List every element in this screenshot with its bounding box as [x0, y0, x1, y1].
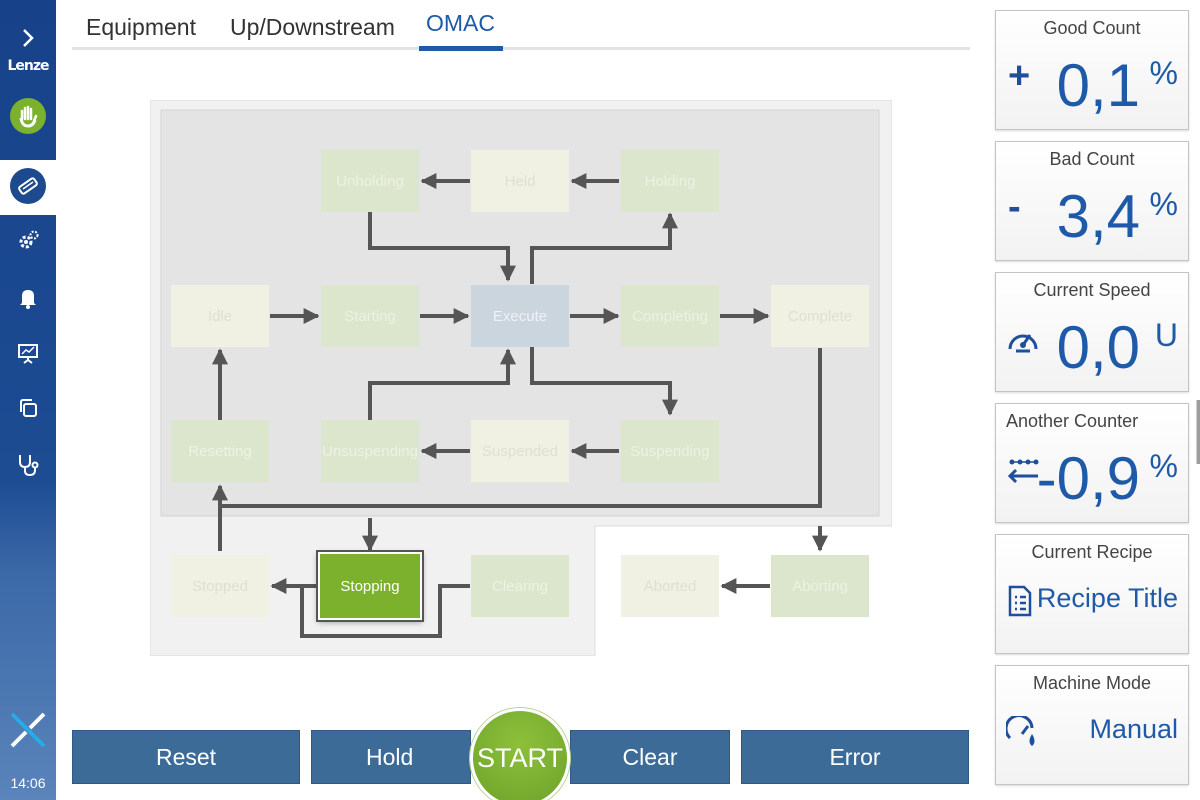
- good-count-unit: %: [1149, 55, 1178, 91]
- state-clearing: Clearing: [471, 555, 569, 617]
- card-title: Machine Mode: [1032, 673, 1152, 693]
- minus-sign: -: [1008, 186, 1021, 228]
- sidebar-item-diagnostics[interactable]: [0, 447, 56, 487]
- good-count-value: 0,1: [1056, 52, 1140, 119]
- state-unsuspending: Unsuspending: [321, 420, 419, 482]
- bad-count-unit: %: [1149, 186, 1178, 222]
- current-speed-card: Current Speed 0,0 U: [995, 272, 1189, 392]
- omac-state-diagram: Unholding Held Holding Idle Starting Exe…: [150, 100, 892, 656]
- sidebar-item-copy[interactable]: [0, 390, 56, 430]
- state-suspending: Suspending: [621, 420, 719, 482]
- tab-bar: Equipment Up/Downstream OMAC: [72, 0, 970, 52]
- x-logo-icon: [8, 710, 48, 755]
- card-title: Another Counter: [1006, 411, 1139, 431]
- lenze-logo: Lenze: [7, 58, 49, 74]
- card-title: Good Count: [1043, 18, 1141, 38]
- machine-mode-value: Manual: [1089, 714, 1178, 744]
- edge-scroll-handle[interactable]: [1196, 400, 1200, 464]
- sidebar-item-settings[interactable]: [0, 222, 56, 262]
- state-held: Held: [471, 150, 569, 212]
- clock-time: 14:06: [10, 775, 46, 791]
- state-holding: Holding: [621, 150, 719, 212]
- tab-equipment[interactable]: Equipment: [86, 14, 196, 40]
- sidebar-item-alarms[interactable]: [0, 280, 56, 320]
- tab-omac[interactable]: OMAC: [426, 10, 495, 36]
- speedometer-icon: [1006, 325, 1040, 360]
- sidebar-item-module[interactable]: [0, 167, 56, 210]
- bell-icon: [18, 287, 38, 314]
- bad-count-value: 3,4: [1056, 183, 1140, 250]
- tab-up-downstream[interactable]: Up/Downstream: [230, 14, 395, 40]
- gears-icon: [17, 229, 39, 256]
- another-counter-unit: %: [1149, 448, 1178, 484]
- copy-icon: [17, 397, 39, 424]
- current-recipe-card: Current Recipe Recipe Title: [995, 534, 1189, 654]
- state-aborting: Aborting: [771, 555, 869, 617]
- state-execute: Execute: [471, 285, 569, 347]
- state-unholding: Unholding: [321, 150, 419, 212]
- current-speed-unit: U: [1154, 317, 1178, 353]
- state-complete: Complete: [771, 285, 869, 347]
- sidebar-item-dashboard[interactable]: [0, 335, 56, 375]
- active-tab-indicator: [419, 46, 503, 51]
- current-speed-value: 0,0: [1056, 314, 1140, 381]
- tab-divider: [72, 47, 970, 50]
- another-counter-card: Another Counter -0,9 %: [995, 403, 1189, 523]
- chevron-right-icon: [21, 28, 35, 53]
- state-aborted: Aborted: [621, 555, 719, 617]
- state-completing: Completing: [621, 285, 719, 347]
- expand-sidebar-button[interactable]: [0, 20, 56, 60]
- stethoscope-icon: [17, 453, 39, 482]
- state-resetting: Resetting: [171, 420, 269, 482]
- bad-count-card: Bad Count - 3,4 %: [995, 141, 1189, 261]
- plus-sign: +: [1008, 55, 1031, 97]
- counter-arrow-icon: [1006, 456, 1040, 489]
- state-suspended: Suspended: [471, 420, 569, 482]
- hand-button[interactable]: [0, 97, 56, 140]
- machine-mode-card: Machine Mode Manual: [995, 665, 1189, 785]
- another-counter-value: -0,9: [1036, 445, 1140, 512]
- state-stopped: Stopped: [171, 555, 269, 617]
- current-recipe-value: Recipe Title: [1036, 583, 1178, 613]
- state-starting: Starting: [321, 285, 419, 347]
- state-stopping-active: Stopping: [318, 552, 422, 620]
- clear-button[interactable]: Clear: [570, 730, 730, 784]
- start-button[interactable]: START: [470, 708, 570, 800]
- state-idle: Idle: [171, 285, 269, 347]
- x-logo-button[interactable]: [0, 712, 56, 752]
- module-icon: [9, 167, 47, 210]
- presentation-chart-icon: [17, 342, 39, 369]
- hand-icon: [9, 97, 47, 140]
- card-title: Current Speed: [1033, 280, 1151, 300]
- good-count-card: Good Count + 0,1 %: [995, 10, 1189, 130]
- error-button[interactable]: Error: [741, 730, 969, 784]
- reset-button[interactable]: Reset: [72, 730, 300, 784]
- card-title: Current Recipe: [1031, 542, 1153, 562]
- document-list-icon: [1006, 585, 1034, 622]
- card-title: Bad Count: [1049, 149, 1135, 169]
- hold-button[interactable]: Hold: [311, 730, 471, 784]
- sidebar: Lenze: [0, 0, 56, 800]
- gauge-drop-icon: [1004, 714, 1040, 755]
